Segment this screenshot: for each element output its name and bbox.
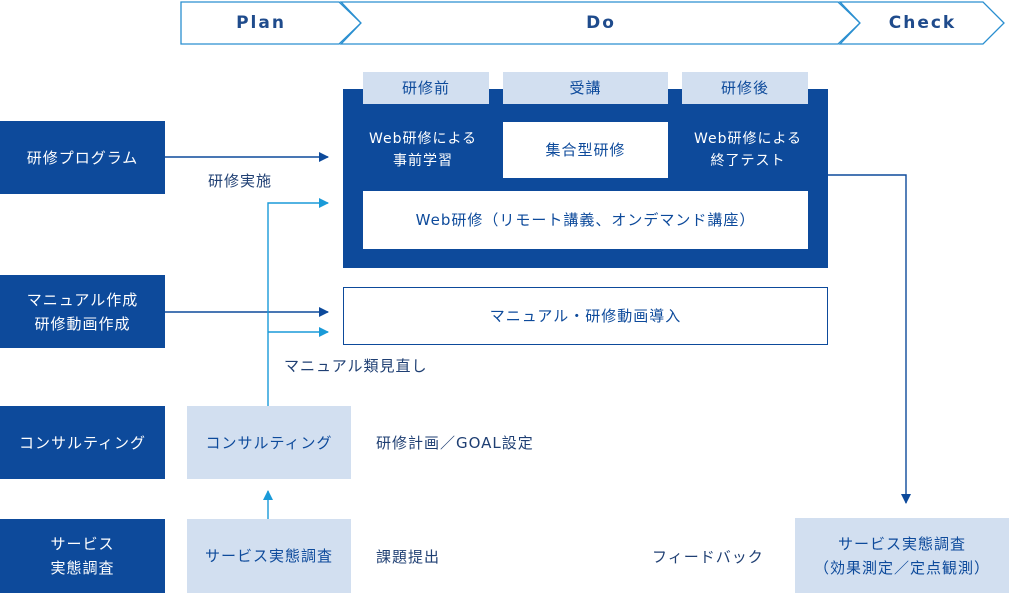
web-training-box: Web研修（リモート講義、オンデマンド講座） xyxy=(363,191,808,249)
do-chevron xyxy=(339,1,861,45)
tab-pre: 研修前 xyxy=(363,72,489,104)
label-training-impl: 研修実施 xyxy=(208,172,273,190)
plan-chevron xyxy=(180,1,362,45)
pre-web-learning: Web研修による 事前学習 xyxy=(368,131,478,169)
mid-consulting: コンサルティング xyxy=(187,406,351,479)
left-service-survey: サービス 実態調査 xyxy=(0,519,165,593)
left-training-program: 研修プログラム xyxy=(0,121,165,194)
check-chevron xyxy=(838,1,1005,45)
phase-check: Check xyxy=(888,13,957,33)
label-issue: 課題提出 xyxy=(376,548,441,566)
label-manual-review: マニュアル類見直し xyxy=(284,357,428,375)
check-service-survey: サービス実態調査 （効果測定／定点観測） xyxy=(795,518,1009,593)
mid-service-survey: サービス実態調査 xyxy=(187,519,351,593)
label-plan-goal: 研修計画／GOAL設定 xyxy=(376,434,534,452)
phase-do: Do xyxy=(586,13,616,33)
arrow-feedback xyxy=(828,174,911,504)
tab-post: 研修後 xyxy=(682,72,808,104)
post-web-test: Web研修による 終了テスト xyxy=(693,131,803,169)
manual-video-intro: マニュアル・研修動画導入 xyxy=(343,287,828,345)
arrow-consulting-up xyxy=(267,198,329,406)
phase-plan: Plan xyxy=(236,13,286,33)
left-consulting: コンサルティング xyxy=(0,406,165,479)
label-feedback: フィードバック xyxy=(652,548,764,566)
left-manual-creation: マニュアル作成 研修動画作成 xyxy=(0,275,165,348)
group-training: 集合型研修 xyxy=(503,122,668,178)
tab-attend: 受講 xyxy=(503,72,668,104)
